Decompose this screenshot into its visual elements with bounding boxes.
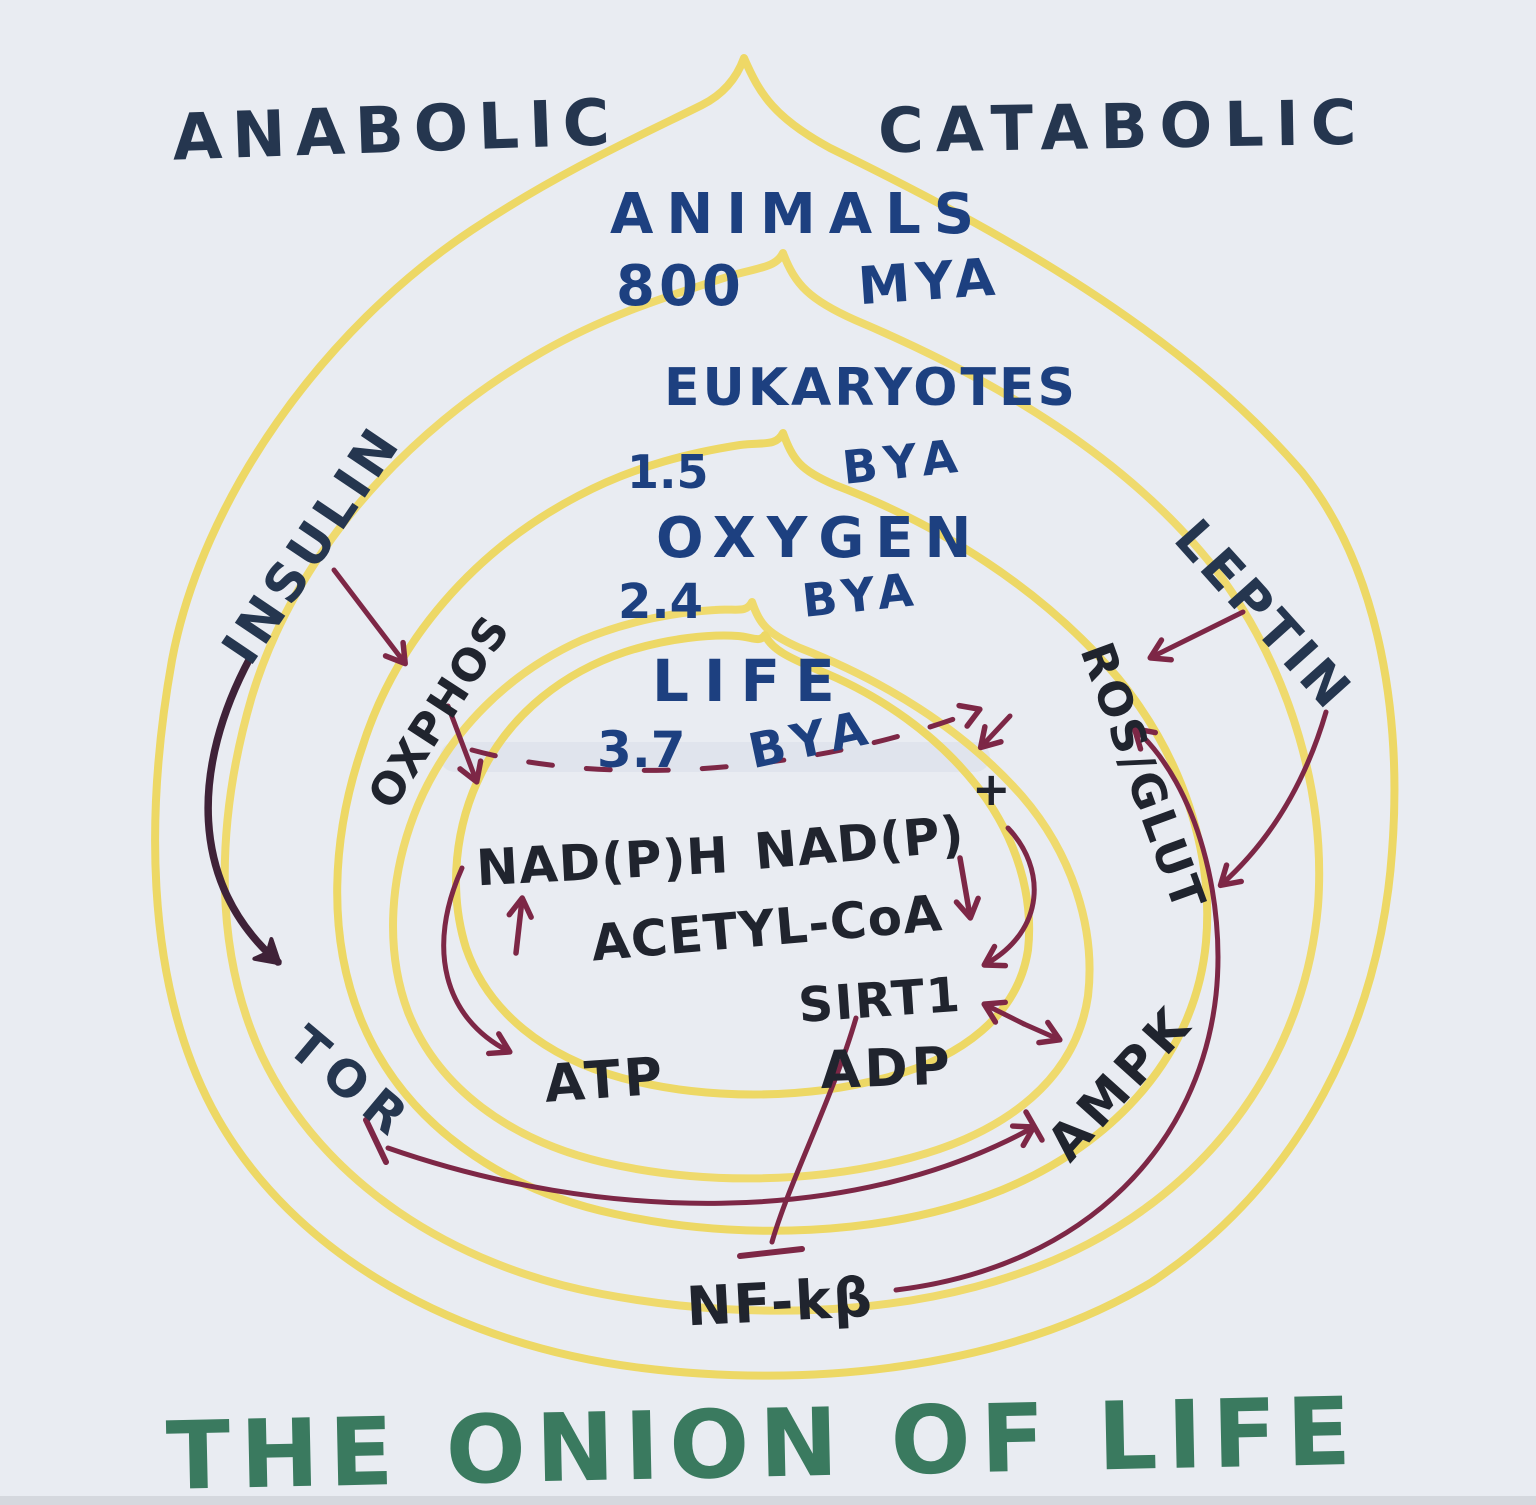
arrow-nadp-curve-to-sirt1 (981, 825, 1037, 969)
line-ampk-to-tor (385, 1123, 1037, 1206)
layer-animals-unit: MYA (856, 247, 1003, 317)
arrow-oxphos-to-nadph (445, 703, 484, 785)
node-nadph: NAD(P)H (475, 826, 731, 897)
onion-rings (151, 54, 1399, 1380)
arrow-nadp-down-to-sirt1 (953, 855, 981, 921)
layer-oxygen-unit: BYA (799, 562, 922, 628)
board-bottom-edge (0, 1496, 1536, 1505)
layer-life-age: 3.7 (597, 721, 686, 779)
layer-oxygen-name: OXYGEN (656, 506, 982, 571)
arrow-leptin-to-ampk (1217, 709, 1329, 889)
ring-oxygen (389, 598, 1094, 1183)
layer-eukaryotes-name: EUKARYOTES (664, 358, 1078, 418)
node-nfkb: NF-kβ (685, 1266, 875, 1339)
dashed-arrow-nadph-to-ros (469, 702, 983, 773)
arrow-sirt1-ampk-right (1021, 1019, 1063, 1046)
arrow-insulin-to-tor (204, 654, 282, 966)
layer-life-name: LIFE (652, 647, 850, 715)
node-adp: ADP (819, 1036, 955, 1101)
label-anabolic: ANABOLIC (171, 86, 621, 176)
inhibit-line-sirt1-to-nfkb (769, 1015, 859, 1245)
ring-outermost (151, 54, 1399, 1380)
inhibit-tbar-at-nfkb (737, 1246, 805, 1259)
bar-at-ampk-end (1023, 1109, 1045, 1143)
arrow-insulin-to-oxphos (331, 567, 408, 667)
dashed-return-arrow-to-nadph (977, 713, 1013, 751)
eraser-smudge (440, 742, 990, 772)
layer-eukaryotes-unit: BYA (840, 428, 969, 495)
inhibit-tbar-at-tor (363, 1117, 389, 1165)
arrows (204, 567, 1329, 1293)
label-catabolic: CATABOLIC (878, 86, 1369, 168)
arrow-sirt1-ampk-left (981, 999, 1027, 1027)
node-nadp-plus: + (972, 762, 1011, 816)
arrow-oxphos-to-atp (441, 865, 513, 1057)
layer-animals-age: 800 (616, 254, 745, 319)
layer-eukaryotes-age: 1.5 (627, 445, 709, 499)
ring-eukaryotes (333, 429, 1212, 1235)
arrow-up-to-nadph (506, 895, 534, 956)
arrow-leptin-to-ros (1147, 609, 1246, 663)
diagram-title: THE ONION OF LIFE (165, 1378, 1362, 1505)
ring-animals (220, 249, 1324, 1315)
arrow-nfkb-to-ros (893, 725, 1221, 1293)
ring-life (452, 631, 1034, 1099)
layer-animals-name: ANIMALS (610, 182, 987, 247)
layer-oxygen-age: 2.4 (618, 574, 703, 630)
node-sirt1: SIRT1 (797, 967, 964, 1034)
node-atp: ATP (542, 1046, 668, 1114)
